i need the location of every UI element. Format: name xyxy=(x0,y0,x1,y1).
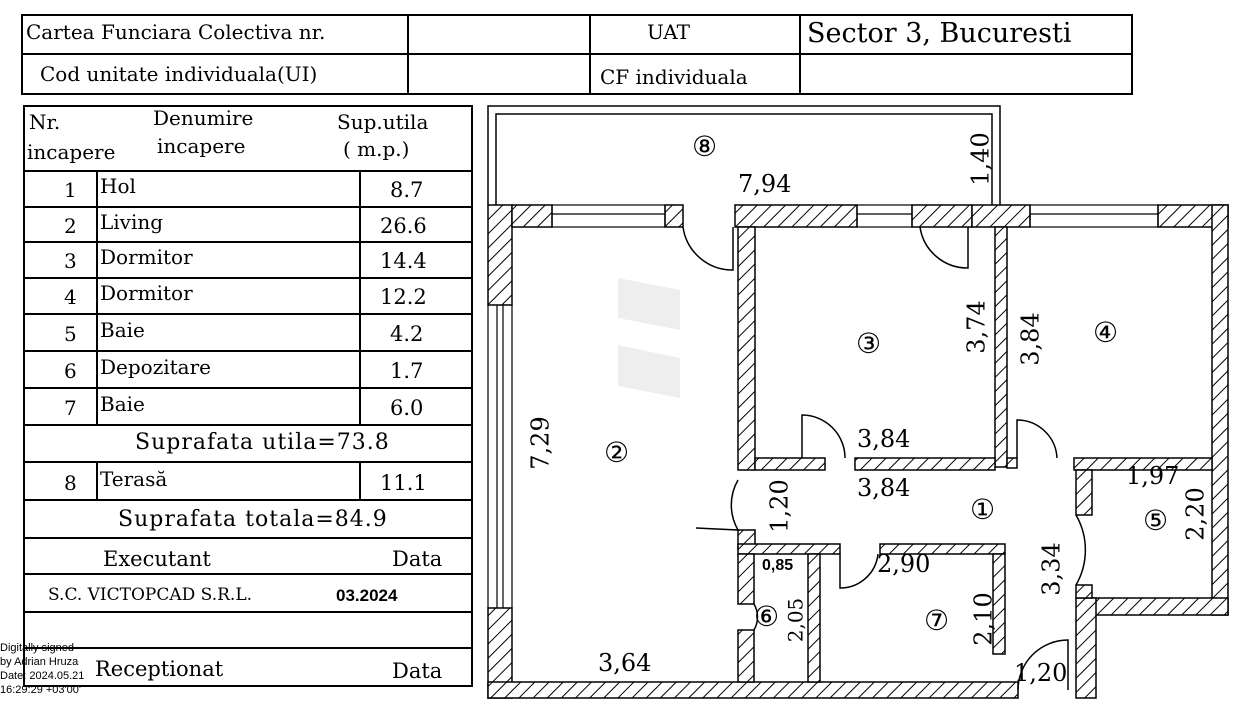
uat-label: UAT xyxy=(647,20,690,44)
col-name-line1: Denumire xyxy=(153,106,254,130)
room-number: ① xyxy=(970,494,996,525)
dimension-label: 3,84 xyxy=(857,425,911,453)
data-label: Data xyxy=(392,547,443,571)
dimension-label: 2,90 xyxy=(877,550,931,578)
room-number: ⑤ xyxy=(1143,505,1169,536)
row-area: 12.2 xyxy=(380,285,427,309)
dimension-label: 0,85 xyxy=(762,557,794,574)
row-nr: 3 xyxy=(64,249,77,273)
row-nr: 4 xyxy=(64,285,77,309)
dimension-label: 1,20 xyxy=(1014,659,1068,687)
dimension-label: 2,20 xyxy=(1181,487,1210,541)
terrace-nr: 8 xyxy=(64,471,77,495)
room-number: ④ xyxy=(1093,317,1119,348)
room-number: ⑥ xyxy=(754,601,780,632)
cfi-label: CF individuala xyxy=(600,65,748,89)
executant-value: S.C. VICTOPCAD S.R.L. xyxy=(48,585,253,605)
dimension-label: 7,29 xyxy=(526,416,555,470)
dimension-label: 2,10 xyxy=(969,592,998,646)
row-nr: 1 xyxy=(64,178,77,202)
door-swings xyxy=(682,226,1087,691)
room-number: ⑧ xyxy=(692,131,718,162)
terrace-outline xyxy=(487,105,1001,205)
cf-label: Cartea Funciara Colectiva nr. xyxy=(26,20,326,44)
terrace-name: Terasă xyxy=(100,467,168,491)
dimension-label: 1,40 xyxy=(966,132,995,186)
watermark xyxy=(618,278,680,398)
row-name: Hol xyxy=(100,174,136,198)
row-area: 14.4 xyxy=(380,249,427,273)
dimension-label: 3,74 xyxy=(962,300,991,354)
receptionat-label: Receptionat xyxy=(95,657,224,681)
floor-plan xyxy=(487,105,1229,699)
exterior-walls xyxy=(487,204,1229,699)
row-nr: 6 xyxy=(64,359,77,383)
row-name: Dormitor xyxy=(100,281,193,305)
executant-label: Executant xyxy=(103,547,211,571)
col-area-line2: ( m.p.) xyxy=(343,137,410,161)
row-name: Baie xyxy=(100,392,145,416)
executant-date: 03.2024 xyxy=(336,586,398,605)
room-number: ⑦ xyxy=(924,605,950,636)
header-table xyxy=(21,14,1133,95)
dimension-label: 3,84 xyxy=(857,474,911,502)
left-window xyxy=(487,305,513,608)
signature-line: Digitally signed xyxy=(0,642,74,654)
row-name: Baie xyxy=(100,318,145,342)
row-area: 1.7 xyxy=(390,359,424,383)
row-area: 6.0 xyxy=(390,396,424,420)
interior-walls xyxy=(737,226,1213,683)
room-number: ② xyxy=(604,437,630,468)
room-number: ③ xyxy=(856,328,882,359)
top-windows xyxy=(551,204,1159,228)
row-nr: 5 xyxy=(64,322,77,346)
ui-label: Cod unitate individuala(UI) xyxy=(40,62,318,86)
dimension-label: 3,64 xyxy=(598,649,652,677)
terrace-area: 11.1 xyxy=(380,471,427,495)
rooms-table-grid xyxy=(23,105,473,687)
col-nr-line2: incapere xyxy=(27,140,116,164)
dimension-label: 2,05 xyxy=(783,597,808,643)
dimension-label: 3,84 xyxy=(1016,312,1045,366)
dimension-label: 3,34 xyxy=(1037,542,1066,596)
grand-total: Suprafata totala=84.9 xyxy=(118,507,388,532)
uat-value: Sector 3, Bucuresti xyxy=(807,18,1072,49)
row-nr: 2 xyxy=(64,214,77,238)
dimension-label: 1,20 xyxy=(765,479,794,533)
signature-line: Date: 2024.05.21 xyxy=(0,670,85,682)
row-name: Living xyxy=(100,210,164,234)
row-area: 8.7 xyxy=(390,178,424,202)
signature-line: by Adrian Hruza xyxy=(0,656,79,668)
dimension-label: 1,97 xyxy=(1126,462,1180,490)
dimension-label: 7,94 xyxy=(738,170,792,198)
row-area: 4.2 xyxy=(390,322,424,346)
signature-line: 16:29:29 +03'00' xyxy=(0,684,81,696)
row-name: Dormitor xyxy=(100,245,193,269)
useful-total: Suprafata utila=73.8 xyxy=(135,430,390,455)
receptionat-data-label: Data xyxy=(392,659,443,683)
col-area-line1: Sup.utila xyxy=(337,110,429,134)
row-nr: 7 xyxy=(64,396,77,420)
row-name: Depozitare xyxy=(100,355,212,379)
col-name-line2: incapere xyxy=(157,134,246,158)
col-nr-line1: Nr. xyxy=(29,110,61,134)
row-area: 26.6 xyxy=(380,214,427,238)
